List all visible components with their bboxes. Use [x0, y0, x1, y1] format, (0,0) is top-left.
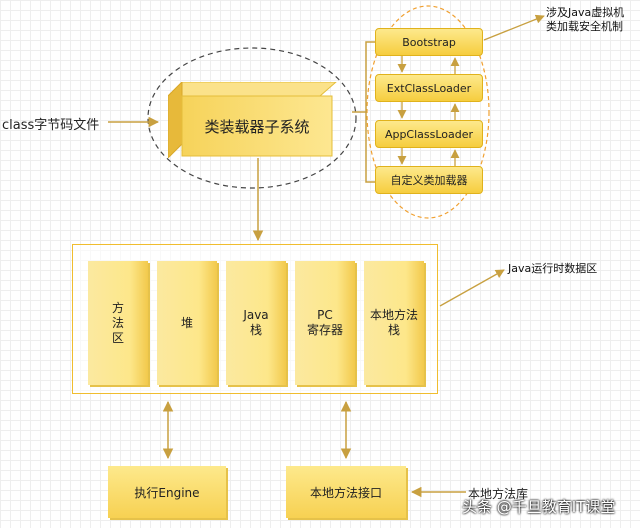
subsystem-dashed-ellipse — [147, 47, 357, 189]
execution-engine: 执行Engine — [108, 466, 226, 518]
subsystem-label: 类装载器子系统 — [204, 117, 310, 136]
runtime-note-pointer — [439, 269, 505, 307]
runtime-area-note: Java运行时数据区 — [508, 262, 598, 275]
class-loader-subsystem: 类装载器子系统 — [168, 82, 338, 158]
loaders-bracket — [352, 41, 375, 183]
loaders-note-pointer — [483, 14, 545, 41]
area-method: 方 法 区 — [88, 261, 148, 385]
loaders-dashed-ellipse — [366, 5, 490, 219]
subsystem-3d-box — [168, 82, 337, 158]
loader-bootstrap: Bootstrap — [375, 28, 483, 56]
watermark: 头条 @千旦教育IT课堂 — [462, 498, 616, 516]
area-native-stack: 本地方法 栈 — [364, 261, 424, 385]
area-java-stack: Java 栈 — [226, 261, 286, 385]
area-heap: 堆 — [157, 261, 217, 385]
native-method-library: 本地方法库 — [468, 487, 529, 501]
loader-ext: ExtClassLoader — [375, 74, 483, 102]
class-file-label: class字节码文件 — [2, 118, 100, 133]
area-pc-register: PC 寄存器 — [295, 261, 355, 385]
loader-app: AppClassLoader — [375, 120, 483, 148]
loader-custom: 自定义类加载器 — [375, 166, 483, 194]
native-method-interface: 本地方法接口 — [286, 466, 406, 518]
loaders-security-note: 涉及Java虚拟机 类加载安全机制 — [546, 6, 625, 33]
